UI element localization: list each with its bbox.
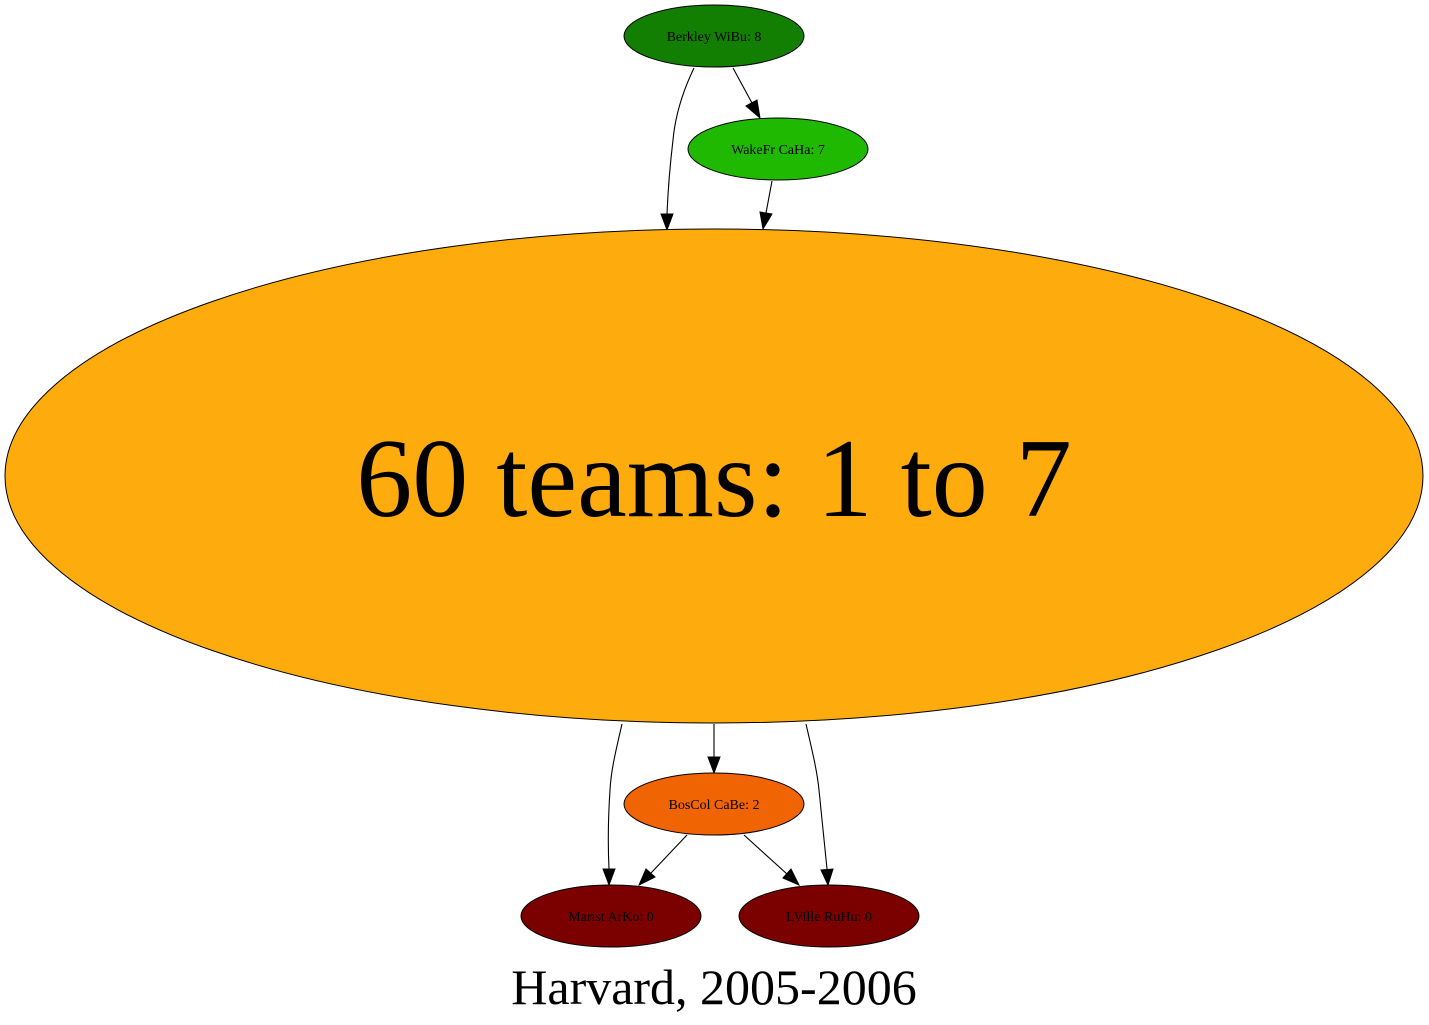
arrowhead-berkley-cluster	[660, 213, 674, 232]
arrowhead-boscol-lville	[782, 868, 801, 887]
edge-berkley-cluster	[666, 67, 695, 215]
node-boscol[interactable]: BosCol CaBe: 2	[623, 772, 805, 836]
node-berkley-label: Berkley WiBu: 8	[667, 30, 762, 45]
node-marist[interactable]: Marist ArKo: 0	[520, 884, 702, 948]
arrowhead-wakefr-cluster	[759, 211, 773, 231]
node-berkley-shape	[623, 4, 805, 68]
edge-boscol-lville	[743, 834, 788, 875]
node-marist-label: Marist ArKo: 0	[568, 910, 654, 925]
graph-caption: Harvard, 2005-2006	[511, 959, 916, 1015]
node-lville-shape	[738, 884, 920, 948]
arrowhead-cluster-lville	[820, 868, 834, 887]
edge-boscol-marist	[650, 834, 688, 874]
node-cluster[interactable]: 60 teams: 1 to 7	[4, 228, 1424, 724]
edge-cluster-marist	[607, 723, 623, 870]
arrowhead-cluster-boscol	[707, 756, 721, 775]
node-marist-shape	[520, 884, 702, 948]
edge-cluster-lville	[805, 723, 828, 870]
node-lville[interactable]: LVille RuHu: 0	[738, 884, 920, 948]
arrowhead-boscol-marist	[637, 868, 656, 887]
node-cluster-label: 60 teams: 1 to 7	[356, 417, 1071, 541]
arrowhead-berkley-wakefr	[745, 99, 761, 120]
edge-berkley-wakefr	[732, 67, 753, 104]
node-berkley[interactable]: Berkley WiBu: 8	[623, 4, 805, 68]
edge-wakefr-cluster	[765, 180, 773, 214]
node-cluster-shape	[4, 228, 1424, 724]
node-wakefr[interactable]: WakeFr CaHa: 7	[687, 117, 869, 181]
node-boscol-shape	[623, 772, 805, 836]
node-lville-label: LVille RuHu: 0	[786, 910, 872, 925]
node-wakefr-label: WakeFr CaHa: 7	[731, 143, 825, 158]
arrowhead-cluster-marist	[602, 868, 616, 887]
node-wakefr-shape	[687, 117, 869, 181]
node-boscol-label: BosCol CaBe: 2	[668, 798, 759, 813]
edges	[602, 67, 834, 887]
